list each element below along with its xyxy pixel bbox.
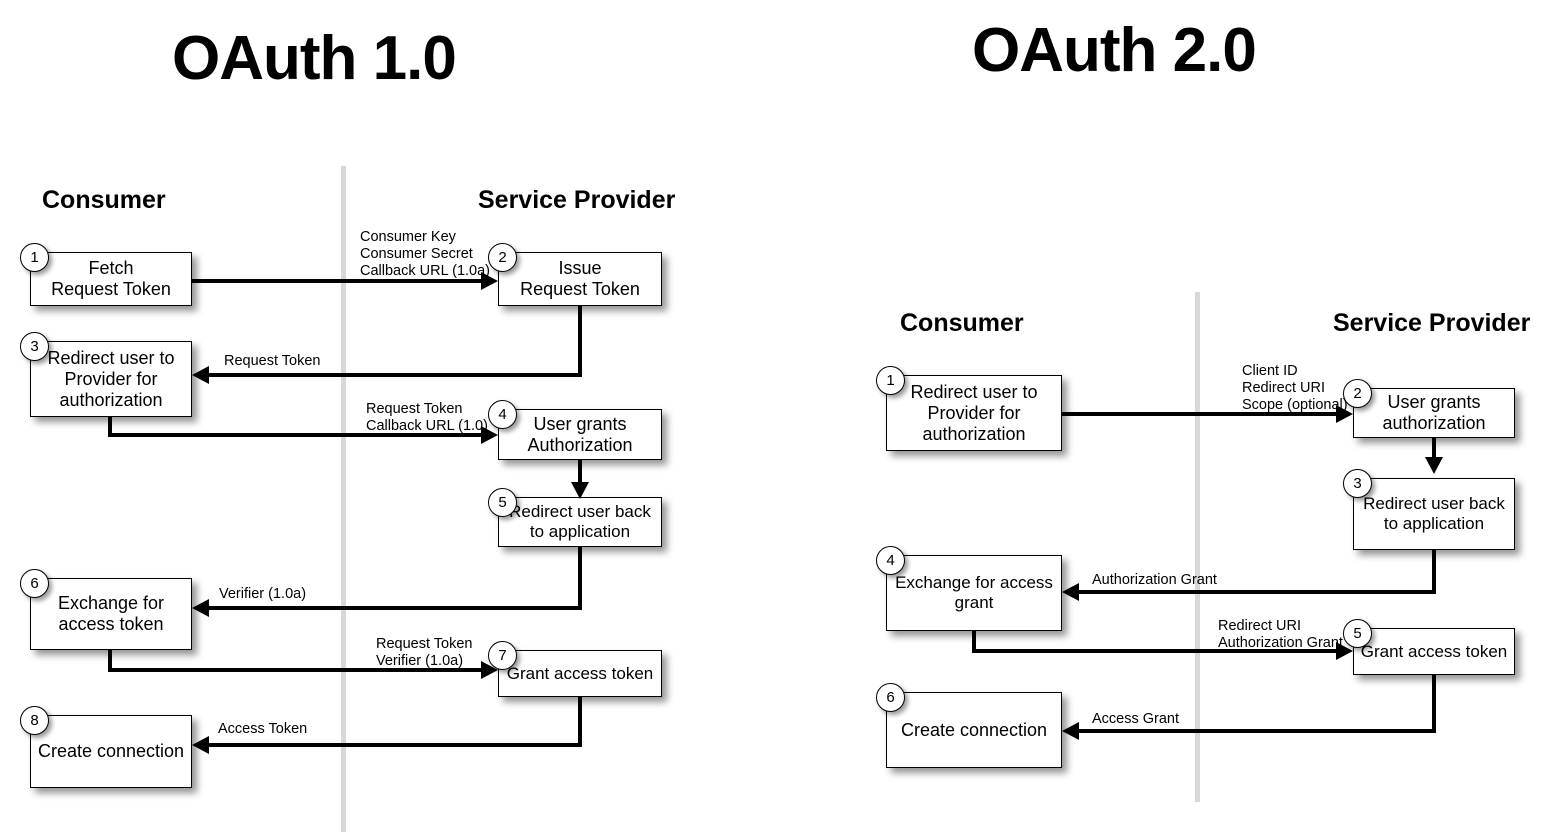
oauth2-step-2-label: User grants authorization	[1382, 392, 1486, 433]
oauth2-step-6-badge: 6	[876, 683, 905, 712]
oauth1-step-8-box[interactable]: Create connection	[30, 715, 192, 788]
oauth2-lane-consumer-header: Consumer	[900, 309, 1024, 337]
oauth1-step-1-box[interactable]: Fetch Request Token	[30, 252, 192, 306]
oauth2-edge-5-6-hline	[1079, 729, 1436, 733]
oauth1-step-7-box[interactable]: Grant access token	[498, 650, 662, 697]
oauth2-step-1-box[interactable]: Redirect user to Provider for authorizat…	[886, 375, 1062, 451]
oauth1-lane-consumer-header: Consumer	[42, 186, 166, 214]
oauth2-lane-divider	[1195, 292, 1200, 802]
oauth2-edge-4-5-vline	[972, 629, 976, 653]
oauth1-step-2-label: Issue Request Token	[520, 258, 640, 299]
oauth1-edge-7-8-vline	[578, 696, 582, 747]
oauth2-step-4-badge: 4	[876, 546, 905, 575]
oauth1-edge-5-6-vline	[578, 546, 582, 610]
oauth1-edge-5-6-label: Verifier (1.0a)	[219, 586, 307, 602]
oauth1-edge-1-2-line	[192, 279, 484, 283]
oauth2-edge-3-4-label: Authorization Grant	[1092, 572, 1217, 588]
oauth2-step-6-label: Create connection	[900, 719, 1048, 740]
oauth1-edge-4-5-arrowhead	[571, 482, 589, 499]
oauth1-step-2-badge: 2	[488, 243, 517, 272]
oauth1-edge-6-7-hline	[108, 668, 484, 672]
oauth1-step-5-badge: 5	[488, 488, 517, 517]
oauth1-edge-1-2-label: Consumer Key Consumer Secret Callback UR…	[360, 229, 491, 279]
oauth2-step-3-label: Redirect user back to application	[1363, 494, 1505, 533]
oauth2-edge-1-2-label: Client ID Redirect URI Scope (optional)	[1242, 363, 1348, 413]
oauth1-lane-divider	[341, 166, 346, 832]
oauth1-edge-5-6-hline	[209, 606, 582, 610]
oauth1-edge-3-4-vline	[108, 415, 112, 437]
oauth2-step-3-box[interactable]: Redirect user back to application	[1353, 478, 1515, 550]
oauth1-step-6-box[interactable]: Exchange for access token	[30, 578, 192, 650]
oauth2-edge-3-4-arrowhead	[1062, 583, 1079, 601]
oauth1-step-3-badge: 3	[20, 332, 49, 361]
oauth1-edge-2-3-vline	[578, 305, 582, 377]
oauth1-step-4-box[interactable]: User grants Authorization	[498, 409, 662, 460]
oauth1-step-6-badge: 6	[20, 569, 49, 598]
oauth1-step-8-badge: 8	[20, 706, 49, 735]
oauth1-edge-5-6-arrowhead	[192, 599, 209, 617]
oauth2-edge-1-2-arrowhead	[1336, 405, 1353, 423]
oauth1-step-4-badge: 4	[488, 400, 517, 429]
oauth1-step-1-label: Fetch Request Token	[51, 258, 171, 299]
oauth1-edge-3-4-hline	[108, 433, 484, 437]
oauth1-edge-3-4-arrowhead	[481, 426, 498, 444]
oauth2-edge-2-3-vline	[1432, 436, 1436, 460]
oauth1-edge-7-8-arrowhead	[192, 736, 209, 754]
oauth1-edge-3-4-label: Request Token Callback URL (1.0)	[366, 401, 488, 434]
oauth1-step-5-box[interactable]: Redirect user back to application	[498, 497, 662, 547]
oauth1-edge-2-3-arrowhead	[192, 366, 209, 384]
oauth2-step-5-badge: 5	[1343, 619, 1372, 648]
oauth2-edge-4-5-hline	[972, 649, 1339, 653]
oauth2-edge-4-5-arrowhead	[1336, 642, 1353, 660]
oauth2-step-4-label: Exchange for access grant	[895, 573, 1053, 612]
oauth2-edge-1-2-line	[1062, 412, 1339, 416]
oauth2-step-5-box[interactable]: Grant access token	[1353, 628, 1515, 675]
oauth1-lane-provider-header: Service Provider	[478, 186, 676, 214]
oauth2-edge-3-4-hline	[1079, 590, 1436, 594]
oauth2-step-1-badge: 1	[876, 366, 905, 395]
oauth1-step-7-label: Grant access token	[506, 663, 654, 683]
oauth2-step-3-badge: 3	[1343, 469, 1372, 498]
oauth1-edge-6-7-vline	[108, 648, 112, 672]
oauth1-step-3-label: Redirect user to Provider for authorizat…	[47, 347, 175, 410]
oauth1-edge-7-8-hline	[209, 743, 582, 747]
oauth1-title: OAuth 1.0	[172, 24, 457, 93]
oauth2-step-2-badge: 2	[1343, 379, 1372, 408]
oauth1-step-5-label: Redirect user back to application	[509, 502, 651, 541]
oauth1-step-7-badge: 7	[488, 641, 517, 670]
oauth1-step-1-badge: 1	[20, 243, 49, 272]
oauth1-step-4-label: User grants Authorization	[527, 413, 633, 455]
oauth1-edge-6-7-label: Request Token Verifier (1.0a)	[376, 636, 473, 669]
oauth2-step-1-label: Redirect user to Provider for authorizat…	[910, 381, 1038, 444]
oauth1-step-3-box[interactable]: Redirect user to Provider for authorizat…	[30, 341, 192, 417]
oauth2-title: OAuth 2.0	[972, 16, 1257, 85]
oauth2-step-2-box[interactable]: User grants authorization	[1353, 388, 1515, 438]
oauth1-edge-2-3-label: Request Token	[224, 353, 321, 369]
oauth1-edge-7-8-label: Access Token	[218, 721, 308, 737]
oauth2-lane-provider-header: Service Provider	[1333, 309, 1531, 337]
oauth1-edge-2-3-hline	[209, 373, 582, 377]
oauth1-edge-4-5-vline	[578, 459, 582, 486]
oauth2-edge-5-6-arrowhead	[1062, 722, 1079, 740]
oauth2-edge-2-3-arrowhead	[1425, 457, 1443, 474]
oauth2-step-6-box[interactable]: Create connection	[886, 692, 1062, 768]
oauth1-step-6-label: Exchange for access token	[57, 593, 165, 634]
oauth1-step-2-box[interactable]: Issue Request Token	[498, 252, 662, 306]
oauth2-step-4-box[interactable]: Exchange for access grant	[886, 555, 1062, 631]
oauth2-edge-5-6-vline	[1432, 674, 1436, 733]
oauth2-step-5-label: Grant access token	[1360, 641, 1508, 661]
oauth1-edge-1-2-arrowhead	[481, 272, 498, 290]
oauth2-edge-3-4-vline	[1432, 549, 1436, 594]
oauth2-edge-4-5-label: Redirect URI Authorization Grant	[1218, 618, 1343, 651]
oauth1-step-8-label: Create connection	[37, 741, 185, 761]
oauth2-edge-5-6-label: Access Grant	[1092, 711, 1180, 727]
